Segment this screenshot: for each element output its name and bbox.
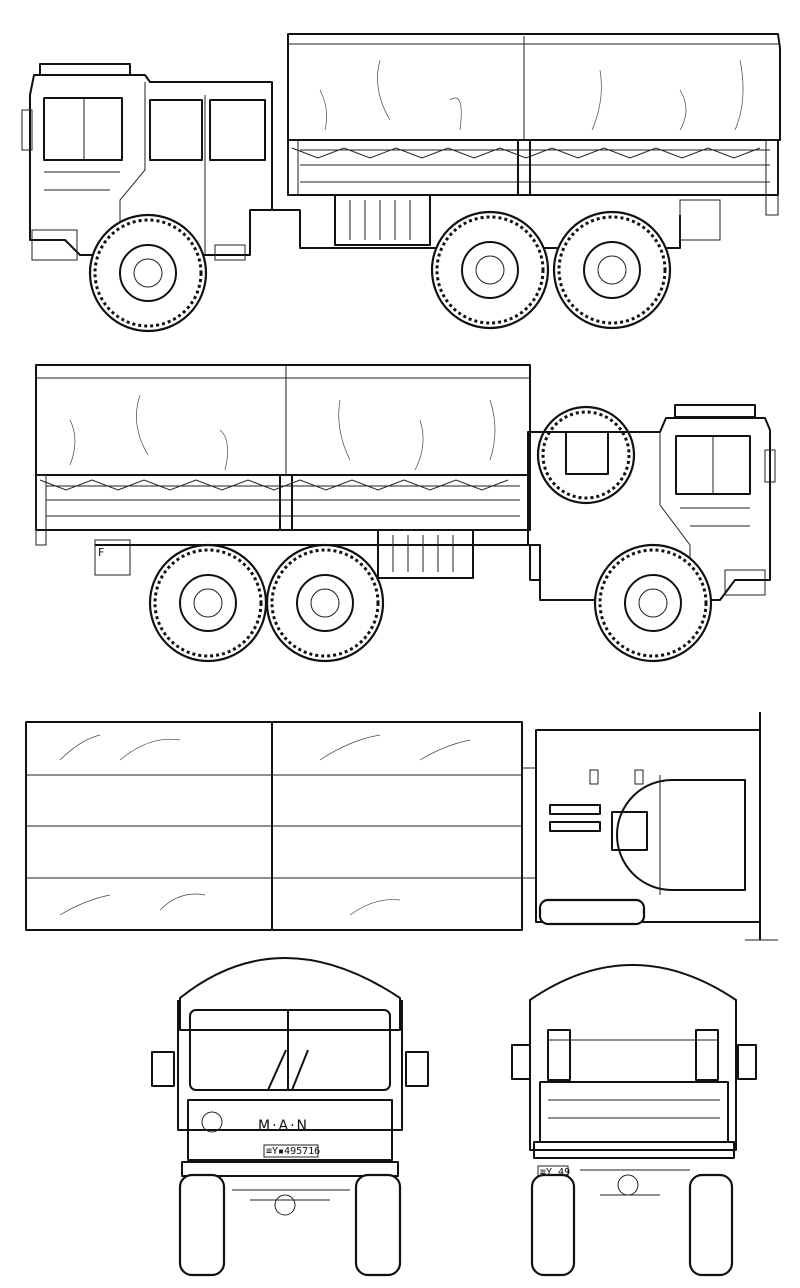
side-view-cab-right: F xyxy=(35,364,776,663)
top-view xyxy=(25,712,778,941)
canvas-cover xyxy=(35,364,531,491)
chassis xyxy=(250,194,721,249)
door-marking: F xyxy=(98,546,104,559)
middle-wheel xyxy=(430,210,550,330)
front-wheel xyxy=(88,213,208,333)
cargo-bed xyxy=(35,474,531,546)
cargo-bed xyxy=(287,139,779,216)
rear-view: ≡Y 49 5716 xyxy=(511,964,757,1277)
rear-license-plate-line1: ≡Y 49 xyxy=(540,1167,570,1178)
side-view-cab-left xyxy=(21,33,781,333)
brand-lettering: M·A·N xyxy=(258,1118,309,1134)
cab-roof xyxy=(535,712,778,941)
chassis xyxy=(94,529,540,581)
rear-wheel xyxy=(552,210,672,330)
middle-wheel xyxy=(265,543,385,663)
front-license-plate: ≡Y▪495716 xyxy=(266,1146,320,1157)
spare-tyre xyxy=(536,405,636,505)
rear-wheel xyxy=(148,543,268,663)
cab xyxy=(21,63,273,261)
canvas-cover xyxy=(287,33,781,159)
front-wheel xyxy=(593,543,713,663)
front-view: M·A·N ≡Y▪495716 xyxy=(151,957,429,1277)
